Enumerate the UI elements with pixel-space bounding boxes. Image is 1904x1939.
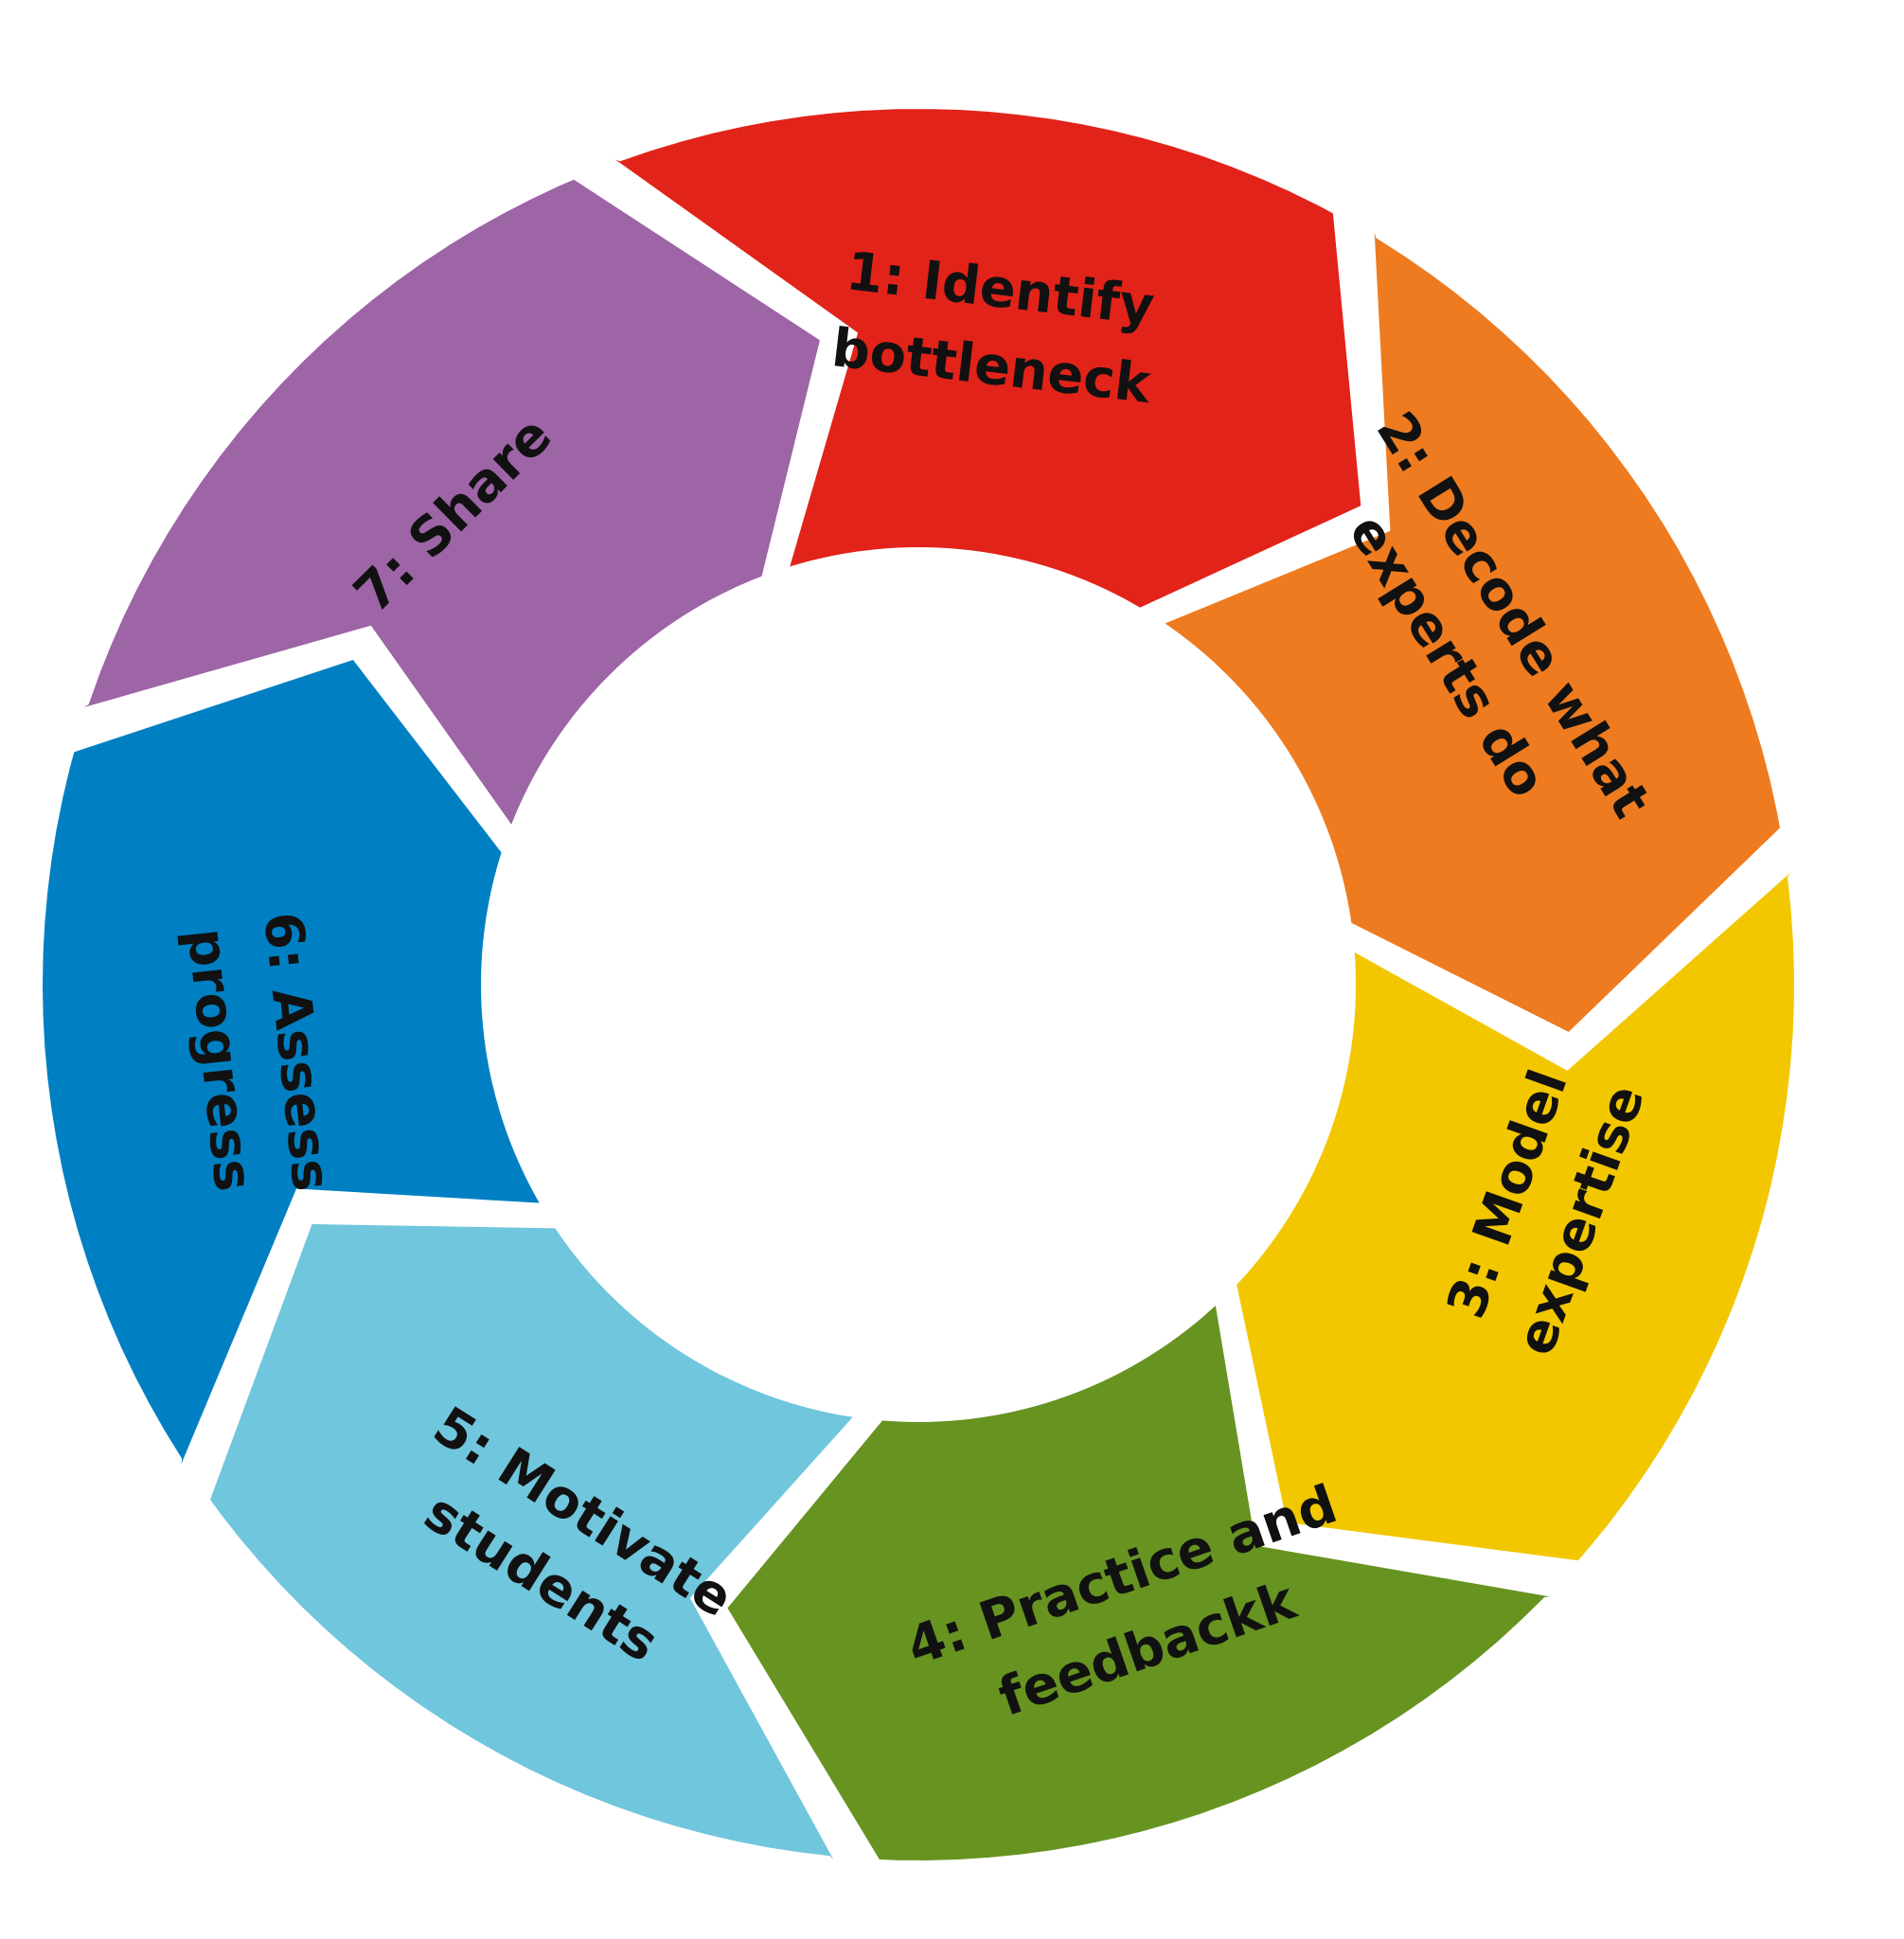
center-hole (481, 547, 1356, 1422)
